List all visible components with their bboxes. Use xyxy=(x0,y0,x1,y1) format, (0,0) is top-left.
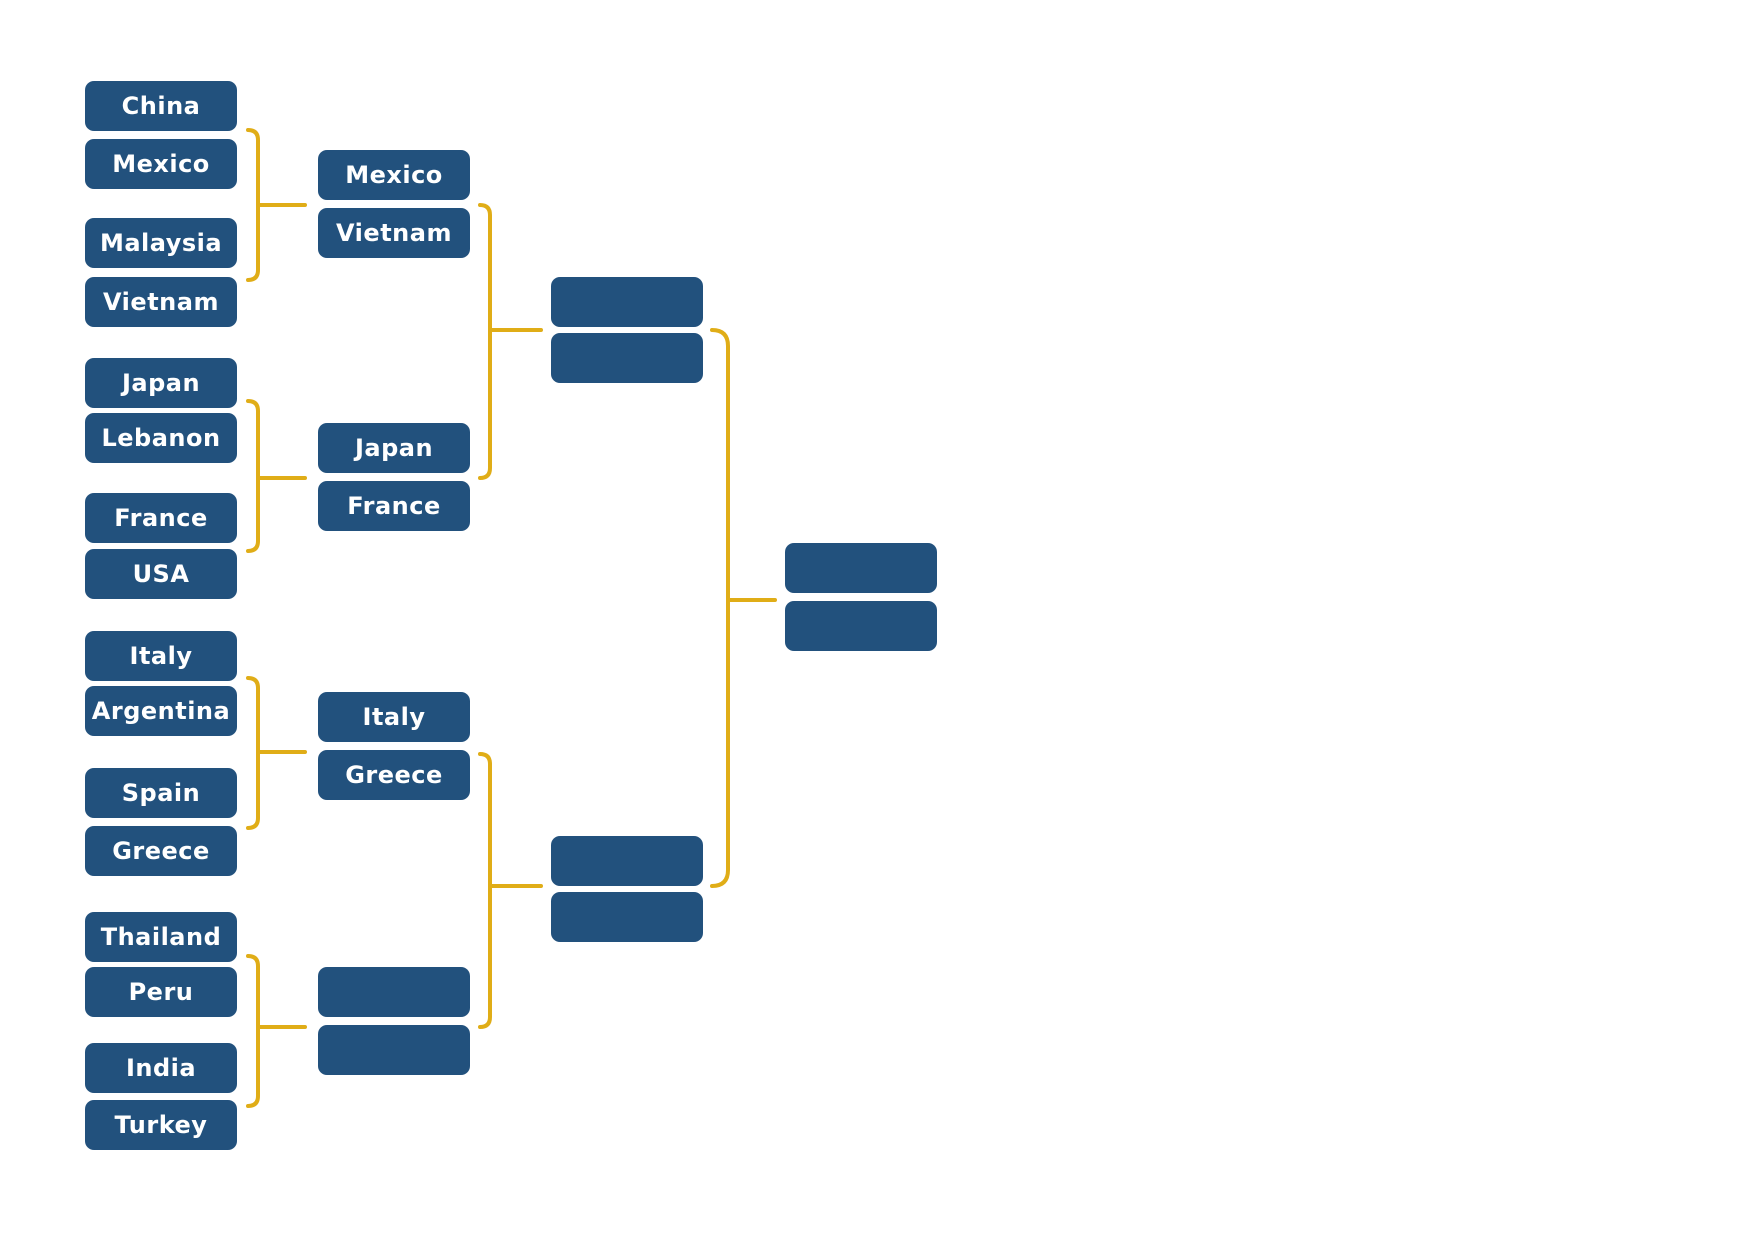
team-slot-round1[interactable]: France xyxy=(85,493,237,543)
team-slot-round2[interactable]: Italy xyxy=(318,692,470,742)
team-slot-final[interactable] xyxy=(785,543,937,593)
team-slot-round3[interactable] xyxy=(551,277,703,327)
team-slot-round3[interactable] xyxy=(551,836,703,886)
connector-r2-group-2 xyxy=(478,752,543,1029)
team-slot-round1[interactable]: Thailand xyxy=(85,912,237,962)
team-slot-final[interactable] xyxy=(785,601,937,651)
team-slot-round1[interactable]: USA xyxy=(85,549,237,599)
team-slot-round2[interactable]: Mexico xyxy=(318,150,470,200)
connector-r1-group-4 xyxy=(246,954,307,1108)
team-slot-round1[interactable]: Peru xyxy=(85,967,237,1017)
team-slot-round1[interactable]: Malaysia xyxy=(85,218,237,268)
connector-r3-group-1 xyxy=(710,328,777,888)
team-slot-round1[interactable]: Italy xyxy=(85,631,237,681)
team-slot-round2[interactable] xyxy=(318,967,470,1017)
team-slot-round1[interactable]: India xyxy=(85,1043,237,1093)
team-slot-round2[interactable]: Japan xyxy=(318,423,470,473)
team-slot-round1[interactable]: Greece xyxy=(85,826,237,876)
connector-r2-group-1 xyxy=(478,203,543,480)
team-slot-round1[interactable]: Mexico xyxy=(85,139,237,189)
team-slot-round2[interactable] xyxy=(318,1025,470,1075)
team-slot-round2[interactable]: Greece xyxy=(318,750,470,800)
team-slot-round1[interactable]: Turkey xyxy=(85,1100,237,1150)
team-slot-round1[interactable]: Vietnam xyxy=(85,277,237,327)
team-slot-round1[interactable]: Japan xyxy=(85,358,237,408)
team-slot-round1[interactable]: Argentina xyxy=(85,686,237,736)
team-slot-round1[interactable]: China xyxy=(85,81,237,131)
team-slot-round2[interactable]: France xyxy=(318,481,470,531)
team-slot-round1[interactable]: Spain xyxy=(85,768,237,818)
team-slot-round1[interactable]: Lebanon xyxy=(85,413,237,463)
connector-r1-group-1 xyxy=(246,128,307,282)
team-slot-round3[interactable] xyxy=(551,892,703,942)
team-slot-round3[interactable] xyxy=(551,333,703,383)
team-slot-round2[interactable]: Vietnam xyxy=(318,208,470,258)
connector-r1-group-2 xyxy=(246,399,307,553)
connector-r1-group-3 xyxy=(246,676,307,830)
